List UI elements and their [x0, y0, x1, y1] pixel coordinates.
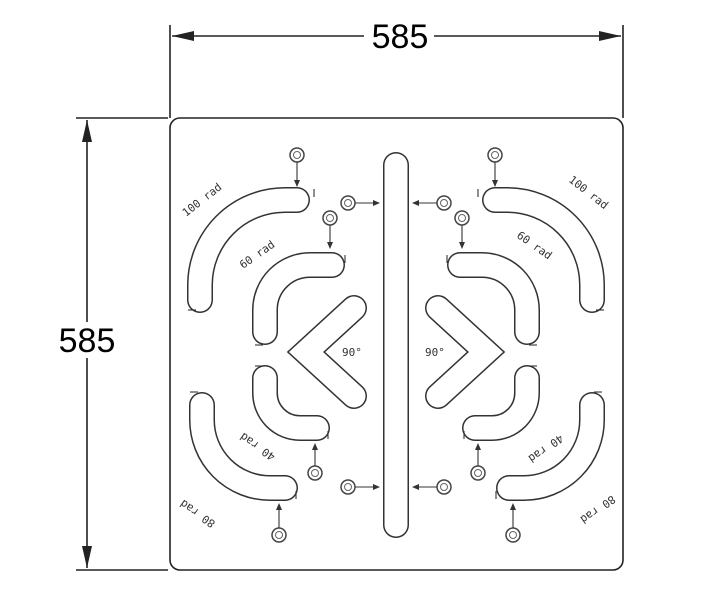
hole-top-left	[289, 147, 305, 187]
slot-top-left-60-rad	[252, 252, 345, 345]
height-label: 585	[59, 322, 116, 360]
height-arrow-top	[82, 120, 92, 142]
width-arrow-left	[172, 31, 194, 41]
slot-top-right-100-rad	[482, 187, 605, 313]
width-arrow-right	[599, 31, 621, 41]
label-top-left-60-rad: 60 rad	[237, 238, 277, 271]
width-label: 585	[372, 18, 429, 56]
width-dimension: 585	[169, 18, 624, 118]
hole-bottom-right-inner	[470, 443, 486, 481]
hole-center-top-right	[412, 195, 452, 211]
slot-chevron-right-90	[425, 295, 506, 409]
label-bottom-left-40-rad: 40 rad	[238, 430, 278, 463]
mounting-holes	[271, 147, 521, 543]
slot-bottom-left-40-rad	[252, 365, 330, 441]
slot-bottom-right-40-rad	[462, 365, 540, 441]
label-top-right-60-rad: 60 rad	[514, 229, 554, 262]
hole-bottom-right	[505, 503, 521, 543]
label-chevron-right-90: 90°	[425, 346, 445, 359]
hole-top-left-inner	[322, 210, 338, 249]
label-bottom-left-80-rad: 80 rad	[178, 497, 218, 530]
label-chevron-left-90: 90°	[342, 346, 362, 359]
hole-center-bottom-left	[340, 479, 380, 495]
width-label-bg	[364, 18, 434, 52]
slot-top-left-100-rad	[187, 187, 310, 313]
height-dimension: 585	[50, 117, 168, 571]
slot-bottom-left-80-rad	[189, 392, 298, 501]
label-bottom-right-80-rad: 80 rad	[578, 493, 618, 526]
hole-top-right-inner	[454, 210, 470, 249]
height-arrow-bottom	[82, 546, 92, 568]
hole-center-bottom-right	[412, 479, 452, 495]
slot-bottom-right-80-rad	[496, 392, 605, 501]
slot-chevron-left-90	[286, 295, 367, 409]
label-top-left-100-rad: 100 rad	[180, 181, 225, 220]
label-top-right-100-rad: 100 rad	[566, 173, 611, 212]
slot-top-right-60-rad	[447, 252, 540, 345]
slot-tick-marks	[188, 189, 604, 499]
hole-bottom-left	[271, 503, 287, 543]
hole-bottom-left-inner	[307, 443, 323, 481]
height-label-bg	[50, 322, 122, 358]
hole-center-top-left	[340, 195, 380, 211]
label-bottom-right-40-rad: 40 rad	[526, 432, 566, 465]
hole-top-right	[487, 147, 503, 187]
plate-outline	[169, 117, 624, 571]
